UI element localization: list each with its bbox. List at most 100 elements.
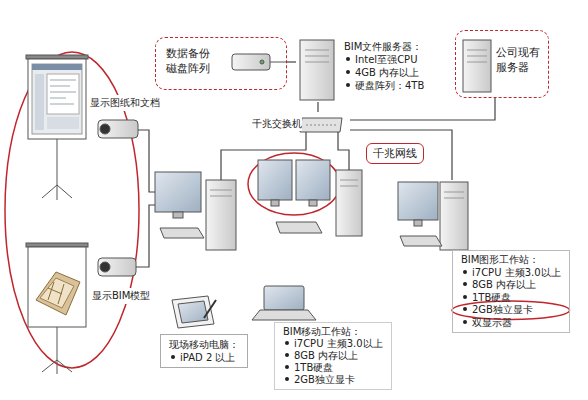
workstation-computer xyxy=(155,160,468,250)
graphics-workstation: BIM图形工作站：i7CPU 主频3.0以上8GB 内存以上1TB硬盘2GB独立… xyxy=(395,180,570,333)
workstation-computer xyxy=(160,228,204,238)
projector xyxy=(100,124,110,134)
server-tower xyxy=(300,40,491,100)
workstation-computer xyxy=(440,182,468,250)
network-switch xyxy=(300,118,342,132)
spec-item: Intel至强CPU xyxy=(344,53,424,66)
network-connector xyxy=(350,98,495,120)
tablet-computer xyxy=(204,300,216,318)
workstation-computer xyxy=(336,170,362,236)
workstation-computer xyxy=(296,160,330,200)
spec-item: 8GB 内存以上 xyxy=(461,279,561,292)
projection-screen xyxy=(42,327,72,374)
laptop-computer xyxy=(252,310,316,320)
projection-screen xyxy=(28,247,86,327)
spec-item: i7CPU 主频3.0以上 xyxy=(461,267,561,280)
spec-item: 8GB 内存以上 xyxy=(283,350,383,362)
disk-array xyxy=(270,62,287,63)
server-tower xyxy=(300,40,334,100)
projection-screen xyxy=(40,278,74,308)
spec-item: i7CPU 主频3.0以上 xyxy=(283,338,383,350)
projection-screen xyxy=(26,55,88,374)
projection-screen xyxy=(42,139,72,200)
projector xyxy=(98,120,138,138)
network-connector xyxy=(317,102,318,112)
workstation-computer xyxy=(271,200,279,206)
projection-screen xyxy=(47,117,79,129)
spec-panel: BIM图形工作站：i7CPU 主频3.0以上8GB 内存以上1TB硬盘2GB独立… xyxy=(452,250,570,333)
network-cable xyxy=(136,205,155,267)
workstation-computer xyxy=(398,182,438,220)
spec-item: 1TB硬盘 xyxy=(461,292,561,305)
network-switch xyxy=(300,118,342,132)
laptop-computer xyxy=(264,286,304,310)
projection-screen xyxy=(50,80,76,104)
node-heading: BIM文件服务器： xyxy=(344,40,424,53)
spec-item: iPAD 2 以上 xyxy=(169,351,239,364)
server-tower xyxy=(305,50,329,62)
network-connector xyxy=(287,61,296,62)
highlight-ellipse xyxy=(248,153,340,215)
workstation-computer xyxy=(400,236,442,246)
node-heading: 千兆交换机 xyxy=(252,117,302,131)
screen-label: 显示图纸和文档 xyxy=(88,95,162,111)
workstation-computer xyxy=(258,160,292,200)
network-cable xyxy=(338,132,349,170)
workstation-computer xyxy=(340,180,358,186)
tablet-computer xyxy=(178,301,208,323)
projection-screen xyxy=(48,282,64,304)
workstation-computer xyxy=(210,190,232,196)
screen-label: 显示BIM模型 xyxy=(90,288,152,304)
projection-screen xyxy=(47,74,79,114)
company-server-box: 公司现有 服务器 xyxy=(455,30,549,98)
projection-screen xyxy=(36,272,80,315)
workstation-computer xyxy=(155,172,201,212)
disk-array xyxy=(232,54,287,70)
network-connector xyxy=(350,130,452,180)
switch: 千兆交换机 xyxy=(250,112,350,136)
projection-screen xyxy=(26,55,88,59)
workstation-computer xyxy=(444,192,464,198)
workstation-computer xyxy=(173,212,183,218)
server-tower xyxy=(467,50,487,62)
network-switch xyxy=(306,125,336,126)
workstation-computer xyxy=(206,180,236,250)
projection-screen xyxy=(26,243,88,247)
node-heading: 公司现有 服务器 xyxy=(496,45,542,75)
projector xyxy=(98,120,138,276)
backup-box: 数据备份 磁盘阵列 xyxy=(155,37,287,90)
spec-item: 4GB 内存以上 xyxy=(344,66,424,79)
highlight-ellipse xyxy=(5,52,340,368)
node-heading: BIM移动工作站： xyxy=(283,326,383,338)
node-heading: BIM图形工作站： xyxy=(461,254,561,267)
mobile-pc-box: 现场移动电脑：iPAD 2 以上 xyxy=(160,334,248,368)
spec-item: 2GB独立显卡 xyxy=(461,304,561,317)
projection-screen xyxy=(28,59,86,139)
server-tower xyxy=(463,40,491,92)
workstation-computer xyxy=(309,200,317,206)
laptop-computer xyxy=(252,286,316,320)
network-cable xyxy=(221,132,306,180)
network-cable xyxy=(138,130,155,192)
cable-label: 千兆网线 xyxy=(366,143,424,164)
disk-array xyxy=(232,54,270,70)
projection-screen xyxy=(35,74,44,130)
projection-screen xyxy=(32,64,82,134)
workstation-computer xyxy=(414,220,422,226)
spec-item: 双显示器 xyxy=(461,317,561,330)
workstation-computer xyxy=(276,222,322,233)
tablet-computer xyxy=(172,296,216,328)
spec-item: 2GB独立显卡 xyxy=(283,374,383,386)
node-heading: 现场移动电脑： xyxy=(169,338,239,351)
projector xyxy=(100,262,110,272)
mobile-workstation-box: BIM移动工作站：i7CPU 主频3.0以上8GB 内存以上1TB硬盘2GB独立… xyxy=(274,322,392,390)
projector xyxy=(98,258,136,276)
spec-item: 1TB硬盘 xyxy=(283,362,383,374)
spec-item: 硬盘阵列：4TB xyxy=(344,79,424,92)
projection-screen xyxy=(32,64,82,70)
disk-array xyxy=(260,60,264,64)
network-cable xyxy=(136,130,349,267)
node-heading: 数据备份 磁盘阵列 xyxy=(166,46,212,76)
file-server: BIM文件服务器：Intel至强CPU4GB 内存以上硬盘阵列：4TB xyxy=(296,38,426,102)
